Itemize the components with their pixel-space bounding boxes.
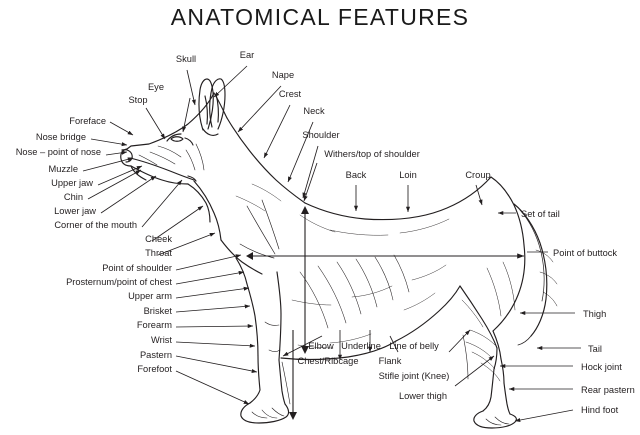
page-title: ANATOMICAL FEATURES xyxy=(170,4,470,30)
label-nose-bridge: Nose bridge xyxy=(35,132,86,142)
leader-lines xyxy=(82,65,581,423)
label-eye: Eye xyxy=(147,82,165,92)
label-tail: Tail xyxy=(588,344,602,354)
label-stifle-joint: Stifle joint (Knee) xyxy=(378,371,450,381)
label-rear-pastern: Rear pastern xyxy=(581,385,635,395)
label-forearm: Forearm xyxy=(136,320,172,330)
label-set-of-tail: Set of tail xyxy=(521,209,560,219)
label-crest: Crest xyxy=(278,89,302,99)
label-line-of-belly: Line of belly xyxy=(389,341,439,351)
measurement-lines xyxy=(246,206,525,420)
label-nape: Nape xyxy=(271,70,295,80)
label-lower-thigh: Lower thigh xyxy=(398,391,448,401)
label-hock-joint: Hock joint xyxy=(581,362,622,372)
label-brisket: Brisket xyxy=(143,306,172,316)
label-point-of-shoulder: Point of shoulder xyxy=(102,263,172,273)
label-prosternum: Prosternum/point of chest xyxy=(66,277,172,287)
label-hind-foot: Hind foot xyxy=(581,405,619,415)
label-wrist: Wrist xyxy=(151,335,172,345)
label-cheek: Cheek xyxy=(145,234,172,244)
label-skull: Skull xyxy=(175,54,197,64)
label-corner-of-mouth: Corner of the mouth xyxy=(54,220,137,230)
label-chest-ribcage: Chest/Ribcage xyxy=(297,356,359,366)
label-croup: Croup xyxy=(465,170,491,180)
label-withers: Withers/top of shoulder xyxy=(324,149,420,159)
label-neck: Neck xyxy=(303,106,325,116)
label-stop: Stop xyxy=(128,95,148,105)
label-upper-jaw: Upper jaw xyxy=(51,178,93,188)
label-shoulder: Shoulder xyxy=(302,130,340,140)
label-loin: Loin xyxy=(399,170,417,180)
label-muzzle: Muzzle xyxy=(48,164,78,174)
label-back: Back xyxy=(345,170,367,180)
label-forefoot: Forefoot xyxy=(137,364,172,374)
label-foreface: Foreface xyxy=(69,116,106,126)
label-flank: Flank xyxy=(378,356,402,366)
label-underline: Underline xyxy=(341,341,381,351)
label-point-of-buttock: Point of buttock xyxy=(553,248,618,258)
label-ear: Ear xyxy=(239,50,255,60)
label-thigh: Thigh xyxy=(583,309,607,319)
label-upper-arm: Upper arm xyxy=(128,291,172,301)
label-elbow: Elbow xyxy=(308,341,334,351)
label-nose-point: Nose – point of nose xyxy=(15,147,101,157)
label-chin: Chin xyxy=(63,192,83,202)
label-throat: Throat xyxy=(145,248,172,258)
label-pastern: Pastern xyxy=(139,350,172,360)
label-lower-jaw: Lower jaw xyxy=(54,206,96,216)
